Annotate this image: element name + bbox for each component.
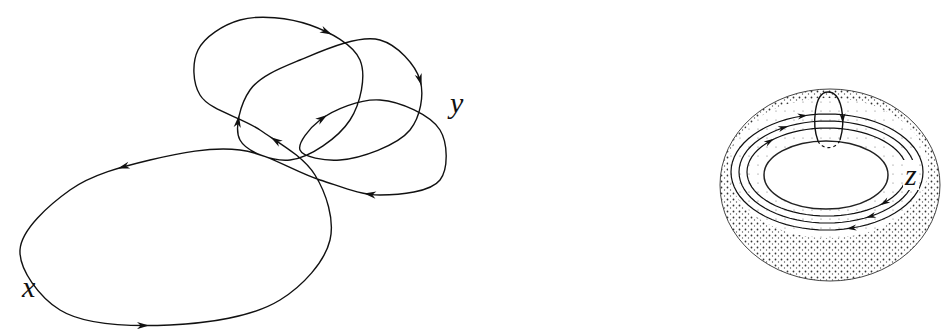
torus-loop — [747, 128, 907, 216]
closed-curve — [20, 17, 446, 325]
meridian-loop — [815, 92, 843, 141]
torus-loop — [739, 121, 915, 223]
torus-top-surface — [728, 98, 928, 238]
arrowhead — [137, 322, 149, 329]
arrowhead — [117, 162, 131, 172]
arrowhead — [415, 73, 425, 87]
meridian-hidden — [818, 140, 840, 148]
arrowhead — [879, 197, 891, 207]
arrowhead — [865, 212, 876, 221]
curves — [20, 17, 923, 325]
axis-label: x — [20, 272, 37, 302]
arrowhead — [846, 224, 857, 231]
arrowhead — [797, 112, 808, 119]
torus-hole — [764, 141, 888, 209]
arrowhead — [315, 112, 329, 125]
arrowhead — [234, 115, 243, 128]
arrowhead — [319, 26, 333, 38]
axis-label: y — [448, 88, 465, 118]
arrowheads — [117, 26, 891, 329]
torus-loop — [731, 114, 923, 230]
arrowhead — [840, 113, 846, 123]
torus — [720, 89, 940, 281]
axis-label: z — [903, 160, 919, 190]
arrowhead — [778, 123, 789, 132]
arrowhead — [364, 190, 377, 199]
arrowhead — [764, 136, 776, 146]
torus-body — [720, 89, 940, 281]
arrowhead — [269, 134, 283, 147]
